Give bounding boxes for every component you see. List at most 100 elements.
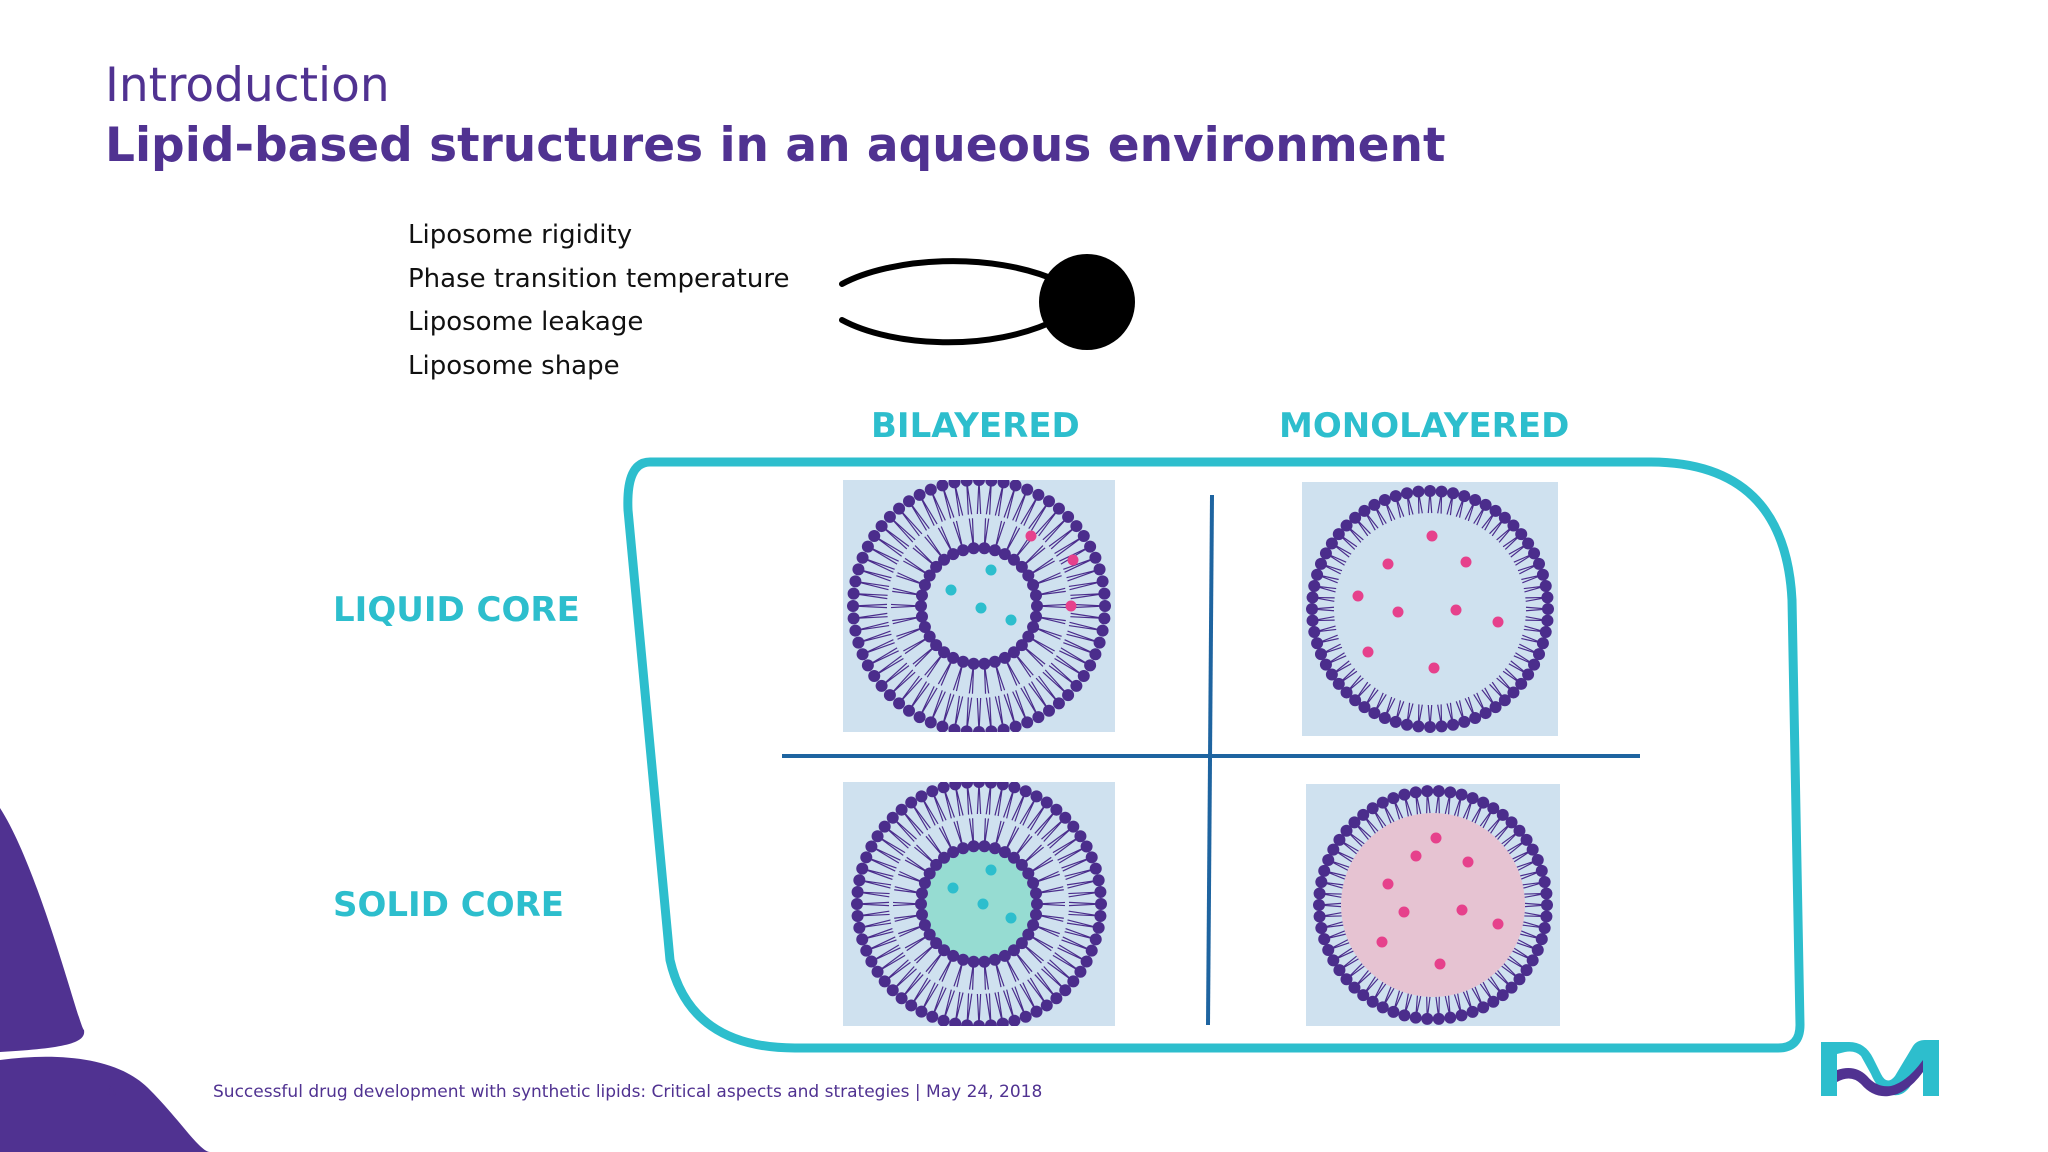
lipid-head — [985, 480, 998, 487]
lipid-head — [902, 704, 915, 717]
property-list: Liposome rigidity Phase transition tempe… — [408, 214, 789, 388]
lipid-head — [957, 544, 970, 557]
lipid-head — [1455, 1009, 1468, 1022]
lipid-head — [1089, 933, 1102, 946]
lipid-head — [1027, 877, 1040, 890]
cargo-dot — [1362, 646, 1374, 658]
lipid-head — [1098, 587, 1111, 600]
lipid-head — [996, 782, 1009, 791]
lipid-head — [1538, 921, 1551, 934]
lipid-head — [871, 965, 884, 978]
lipid-head — [1533, 557, 1546, 570]
lipid-head — [1333, 964, 1346, 977]
lipid-head — [1007, 944, 1020, 957]
lipid-head — [1019, 785, 1032, 798]
panel-background — [1302, 482, 1558, 736]
lipid-head — [998, 548, 1011, 561]
lipid-head — [1015, 639, 1028, 652]
cargo-dot — [1428, 662, 1440, 674]
lipid-head — [893, 697, 906, 710]
lipid-head — [1400, 718, 1413, 731]
cargo-dot — [1456, 904, 1468, 916]
lipid-head — [861, 540, 874, 553]
lipid-head — [1007, 646, 1020, 659]
lipid-head — [865, 840, 878, 853]
lipid-head — [1070, 679, 1083, 692]
lipid-head — [930, 639, 943, 652]
lipid-head — [1489, 504, 1502, 517]
lipid-head — [1487, 995, 1500, 1008]
lipid-head — [915, 589, 928, 602]
lipid-head — [1389, 715, 1402, 728]
lipid-head — [856, 648, 869, 661]
lipid-head — [1387, 792, 1400, 805]
lipid-head — [998, 846, 1011, 859]
lipid-head — [1541, 614, 1554, 627]
lipid-head — [1531, 854, 1544, 867]
lipid-head — [1358, 701, 1371, 714]
cargo-dot — [975, 602, 987, 614]
column-label-monolayered: MONOLAYERED — [1279, 406, 1570, 446]
lipid-head — [1084, 540, 1097, 553]
lipid-head — [949, 1017, 962, 1026]
vertical-divider — [1206, 494, 1214, 1026]
lipid-head — [1444, 786, 1457, 799]
lipid-head — [915, 887, 928, 900]
lipid-head — [1089, 648, 1102, 661]
lipid-head — [1306, 603, 1318, 615]
lipid-head — [973, 480, 985, 486]
lipid-head — [948, 723, 961, 732]
lipid-head — [883, 510, 896, 523]
lipid-head — [1094, 909, 1107, 922]
lipid-head — [988, 655, 1001, 668]
cargo-dot — [985, 564, 997, 576]
lipid-head — [1313, 887, 1326, 900]
cargo-dot — [1398, 906, 1410, 918]
lipid-head — [1444, 1011, 1457, 1024]
column-label-bilayered: BILAYERED — [871, 406, 1080, 446]
lipid-head — [1348, 981, 1361, 994]
lipid-head — [957, 953, 970, 966]
lipid-head — [1507, 686, 1520, 699]
lipid-head — [947, 949, 960, 962]
property-item: Phase transition temperature — [408, 263, 790, 294]
lipid-head — [1096, 624, 1109, 637]
cargo-dot — [1426, 530, 1438, 542]
row-label-solid-core: SOLID CORE — [333, 885, 565, 925]
lipid-head — [1093, 636, 1106, 649]
lipid-head — [1030, 790, 1043, 803]
lipid-head — [1535, 864, 1548, 877]
cargo-dot — [977, 898, 989, 910]
section-subtitle: Introduction — [105, 58, 390, 113]
lipid-head — [1455, 788, 1468, 801]
lipid-head — [1398, 1009, 1411, 1022]
lipid-head — [1536, 568, 1549, 581]
lipid-head — [847, 600, 859, 612]
cargo-dot — [1460, 556, 1472, 568]
cargo-dot — [1005, 614, 1017, 626]
lipid-head — [1458, 715, 1471, 728]
lipid-head — [1526, 954, 1539, 967]
cargo-dot — [1450, 604, 1462, 616]
lipid-head — [926, 785, 939, 798]
lipid-head — [1424, 721, 1436, 733]
lipid-head — [984, 782, 997, 789]
lipid-head — [1412, 720, 1425, 733]
lipid-head — [893, 502, 906, 515]
rounded-frame — [623, 457, 1805, 1053]
lipid-head — [1376, 796, 1389, 809]
cargo-dot — [1434, 958, 1446, 970]
lipid-head — [1067, 820, 1080, 833]
lipid-head — [1096, 575, 1109, 588]
cargo-dot — [1492, 616, 1504, 628]
lipid-head — [868, 670, 881, 683]
lipid-head — [938, 851, 951, 864]
company-logo-icon — [1821, 1040, 1939, 1097]
cargo-dot — [1430, 832, 1442, 844]
micelle-monolayer-solid — [1306, 784, 1560, 1026]
page-title: Lipid-based structures in an aqueous env… — [105, 118, 1446, 173]
lipid-head — [936, 480, 949, 492]
lipid-head — [1332, 677, 1345, 690]
lipid-head — [1318, 933, 1331, 946]
lipid-head — [1505, 981, 1518, 994]
